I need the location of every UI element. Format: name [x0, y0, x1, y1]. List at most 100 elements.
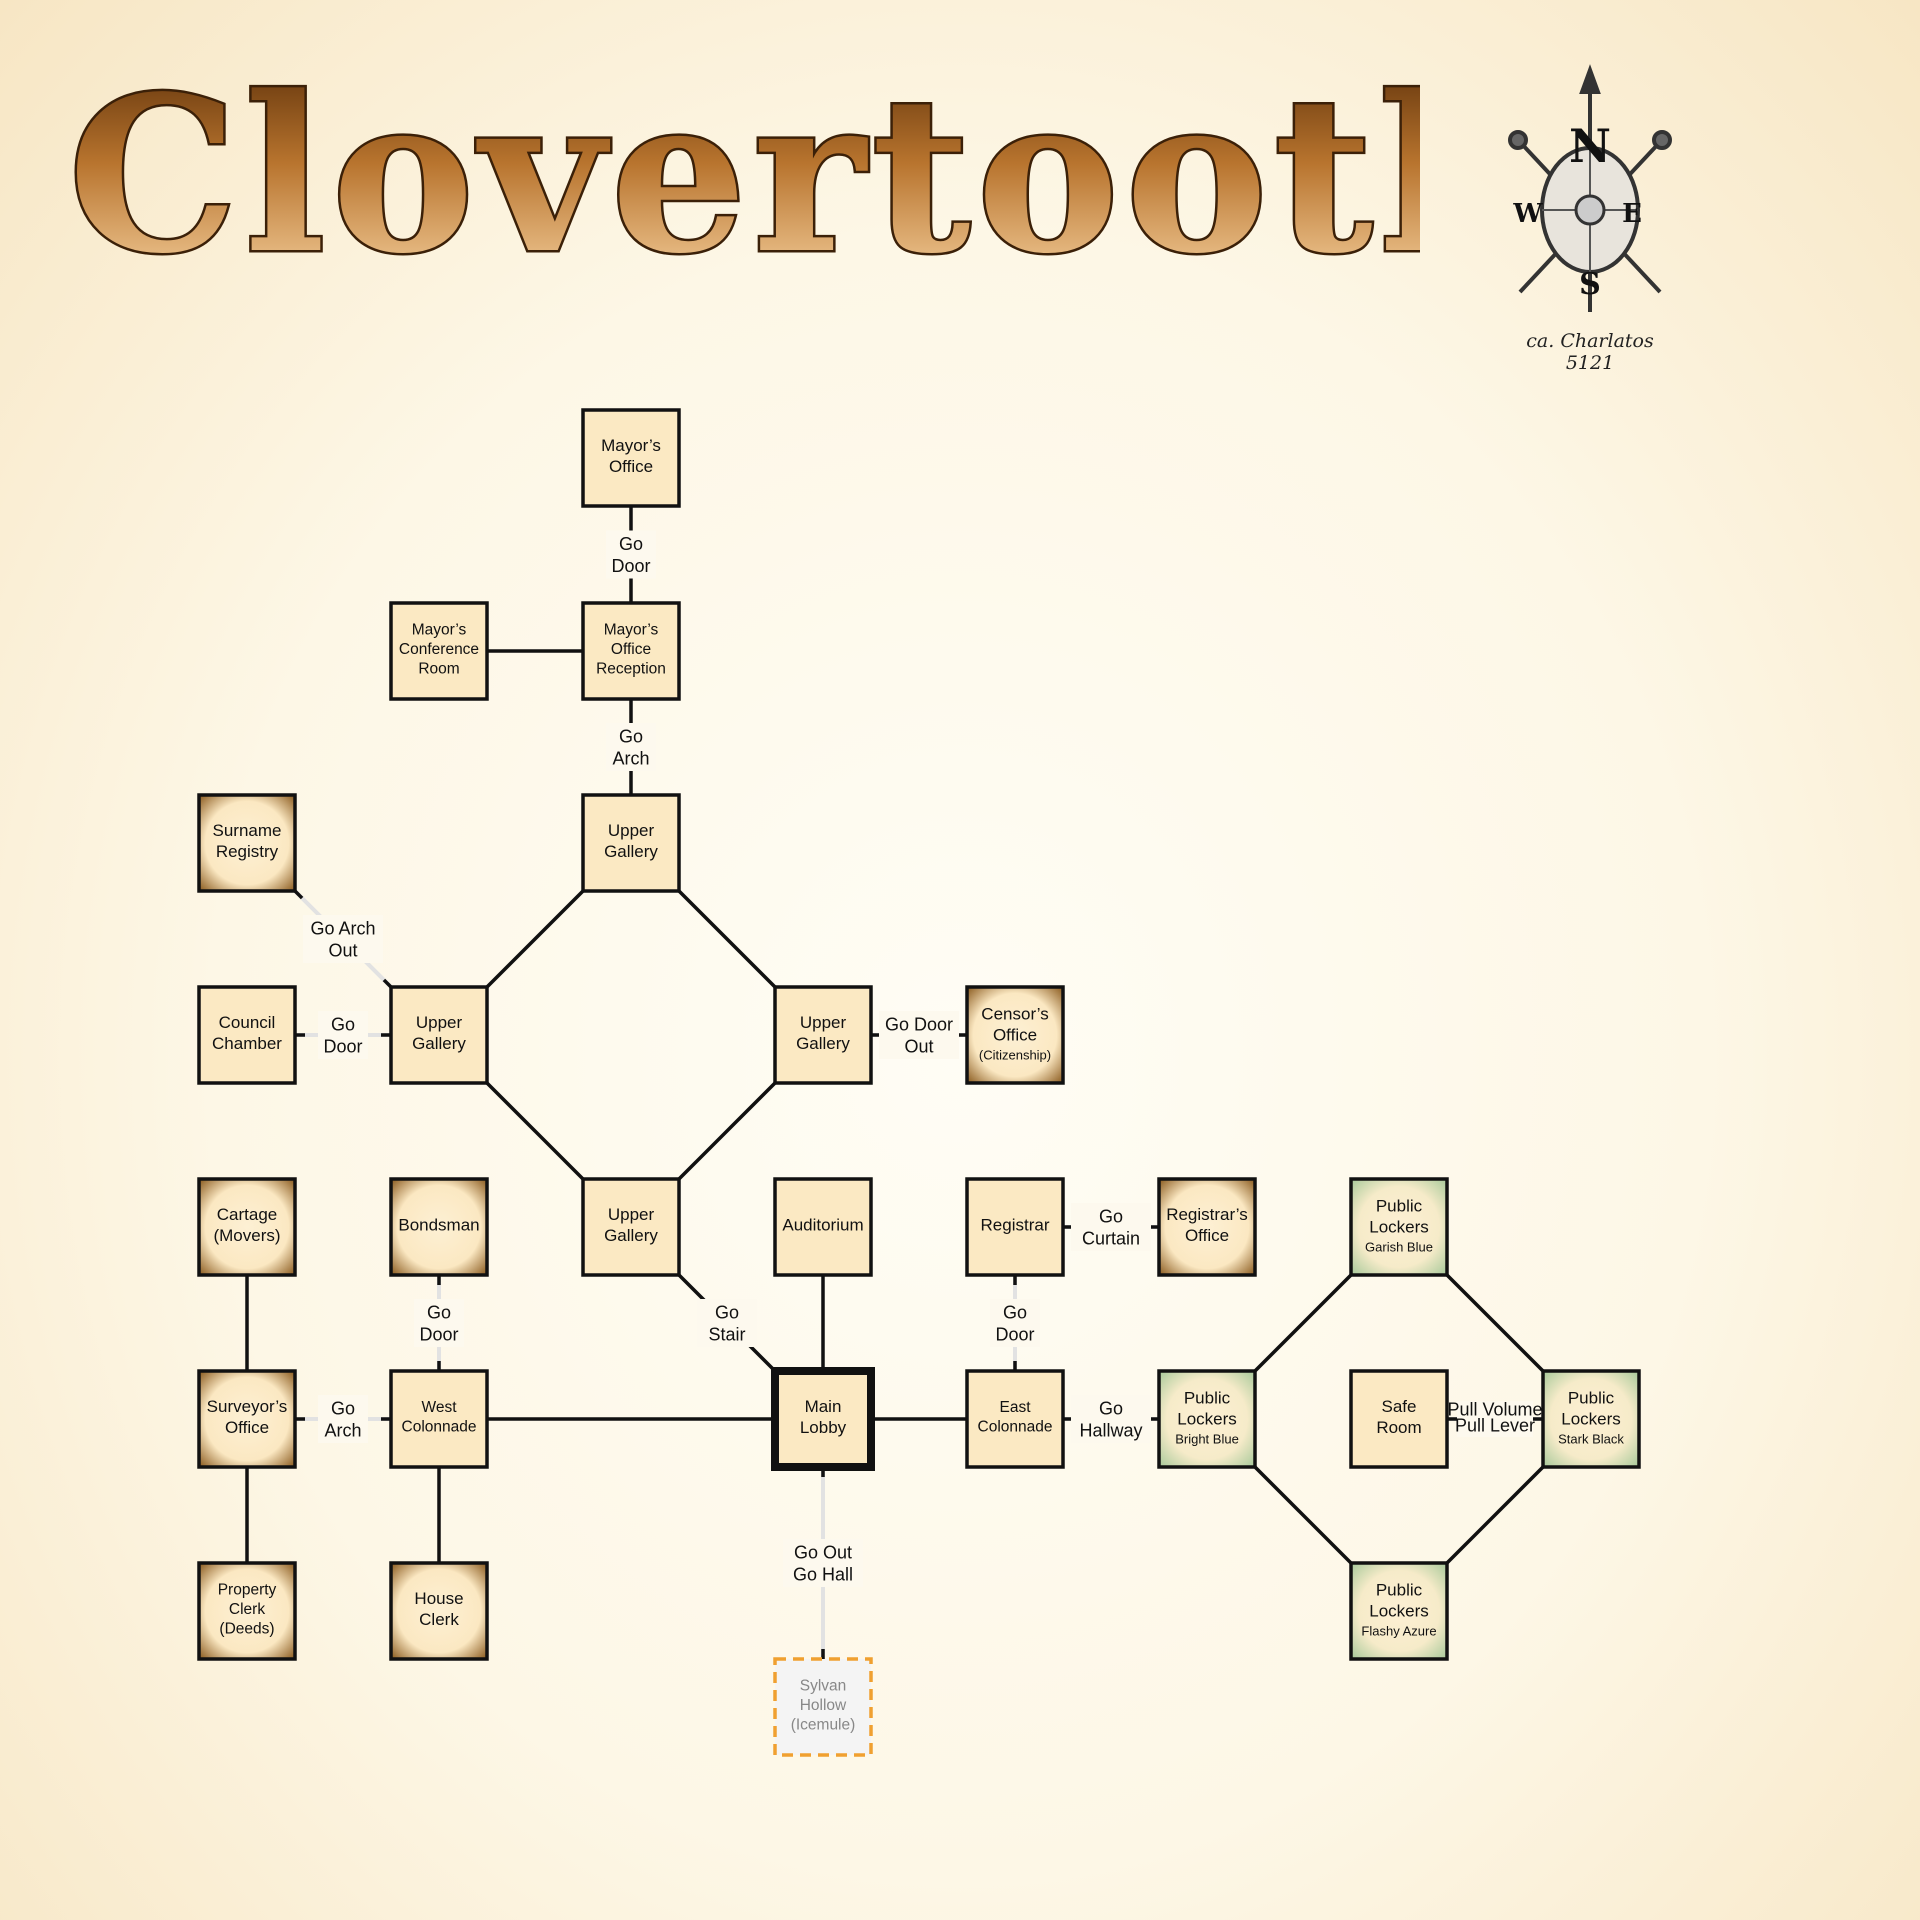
room-label: Auditorium: [782, 1215, 863, 1234]
room-box: [197, 793, 297, 893]
room-box: [197, 1177, 297, 1277]
room-box: [771, 1367, 875, 1471]
connection-lockers_garish-lockers_stark: [1445, 1273, 1545, 1373]
connection-upper_gallery_n-upper_gallery_w: [485, 889, 585, 989]
connection-label-bg: [1457, 1401, 1533, 1437]
room-box: [197, 985, 297, 1085]
connection-lockers_bright-lockers_flashy: [1253, 1465, 1353, 1565]
room-label: Bondsman: [398, 1215, 479, 1234]
title-text: Clovertooth Hall: [68, 50, 1420, 280]
map-title: Clovertooth Hall: [66, 50, 1421, 280]
compass-rose: N S E W: [1508, 64, 1672, 312]
room-box: [389, 985, 489, 1085]
connection-label-bg: [697, 1299, 757, 1347]
room-box: [389, 1369, 489, 1469]
room-box: [965, 1177, 1065, 1277]
compass-west: W: [1512, 199, 1543, 229]
connection-label-bg: [414, 1299, 464, 1347]
room-box: [1541, 1369, 1641, 1469]
room-box: [1349, 1177, 1449, 1277]
room-box: [965, 1369, 1065, 1469]
connection-lockers_stark-lockers_flashy: [1445, 1465, 1545, 1565]
room-box: [581, 793, 681, 893]
room-label: Registrar: [981, 1215, 1050, 1234]
room-registrar[interactable]: Registrar: [965, 1177, 1065, 1277]
room-box: [581, 408, 681, 508]
connection-label-bg: [318, 1011, 368, 1059]
room-sublabel: Garish Blue: [1365, 1239, 1433, 1254]
room-box: [773, 1657, 873, 1757]
room-bondsman[interactable]: Bondsman: [389, 1177, 489, 1277]
compass-shield-icon: [1540, 146, 1640, 274]
room-sublabel: (Citizenship): [979, 1047, 1051, 1062]
connection-label-bg: [606, 530, 656, 579]
connection-label-bg: [1071, 1395, 1151, 1443]
compass-north: N: [1569, 119, 1611, 173]
connection-label-bg: [318, 1395, 368, 1443]
connection-upper_gallery_e-upper_gallery_s: [677, 1081, 777, 1181]
room-box: [389, 1177, 489, 1277]
room-auditorium[interactable]: Auditorium: [773, 1177, 873, 1277]
room-box: [197, 1561, 297, 1661]
room-cartage[interactable]: Cartage(Movers): [197, 1177, 297, 1277]
connection-upper_gallery_w-upper_gallery_s: [485, 1081, 585, 1181]
room-box: [581, 601, 681, 701]
room-box: [773, 1177, 873, 1277]
room-box: [1157, 1369, 1257, 1469]
connection-label-bg: [990, 1299, 1040, 1347]
compass-east: E: [1622, 199, 1642, 229]
connection-upper_gallery_n-upper_gallery_e: [677, 889, 777, 989]
compass-caption: ca. Charlatos 5121: [1526, 330, 1654, 374]
connection-label-bg: [879, 1011, 959, 1059]
room-box: [389, 601, 489, 701]
room-label: Cartage(Movers): [213, 1205, 280, 1245]
